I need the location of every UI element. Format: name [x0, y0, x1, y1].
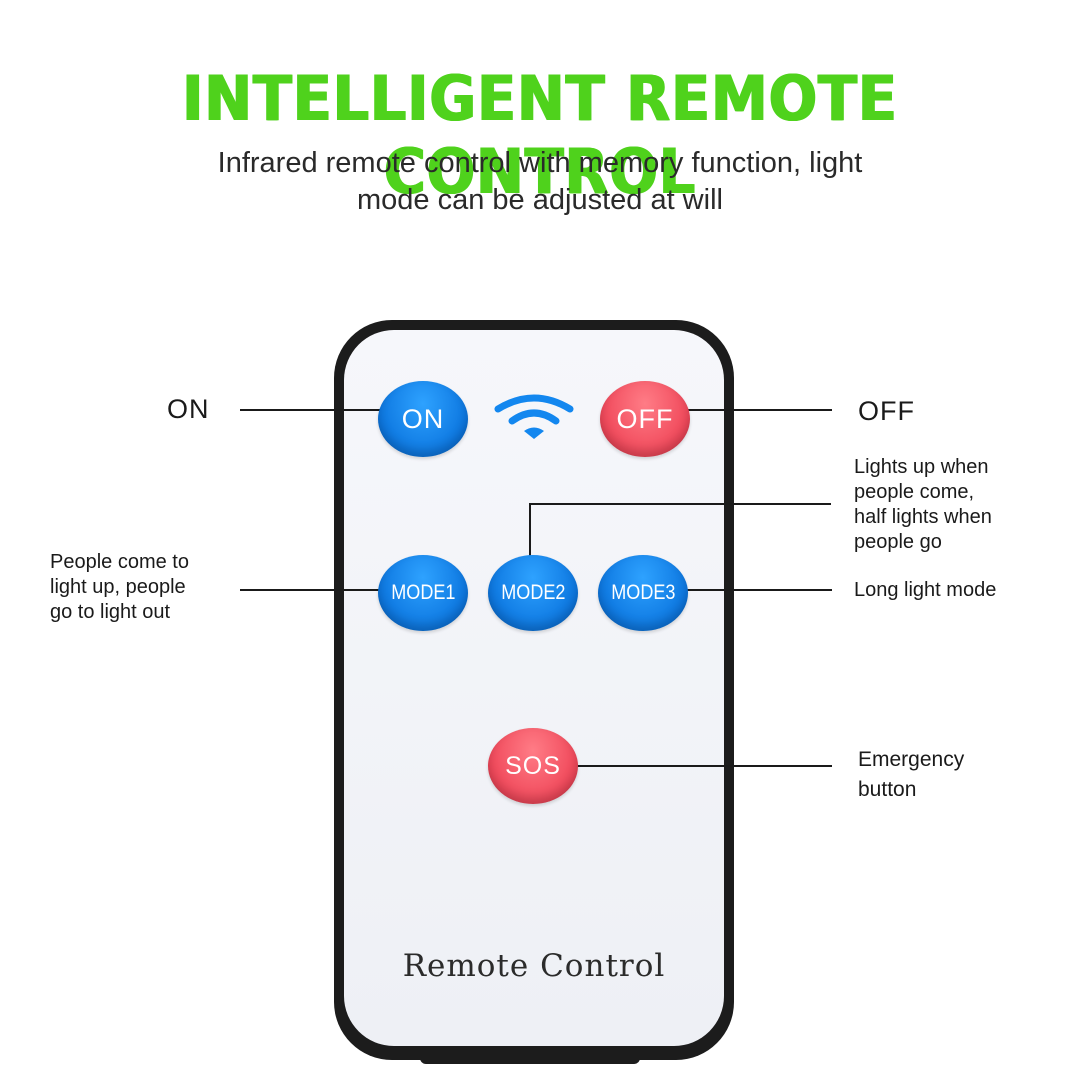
callout-mode1-line-1: People come to	[50, 551, 189, 573]
callout-line-off	[678, 409, 832, 411]
remote-brand-label: Remote Control	[402, 948, 666, 984]
callout-mode3-label: Long light mode	[854, 579, 997, 601]
callout-line-on	[240, 409, 390, 411]
callout-mode2-line-3: half lights when	[854, 506, 992, 528]
mode3-button-label: MODE3	[610, 581, 676, 604]
subtitle: Infrared remote control with memory func…	[100, 145, 980, 219]
callout-mode1-line-3: go to light out	[50, 601, 171, 623]
callout-line-mode2-vertical	[529, 503, 531, 565]
callout-line-sos	[566, 765, 832, 767]
callout-line-mode3	[676, 589, 832, 591]
callout-mode2-label: Lights up when people come, half lights …	[854, 455, 992, 555]
sos-button-label: SOS	[505, 751, 561, 780]
callout-sos-line-2: button	[858, 778, 917, 801]
wifi-signal-icon	[494, 394, 574, 439]
subtitle-line-1: Infrared remote control with memory func…	[217, 147, 863, 179]
subtitle-line-2: mode can be adjusted at will	[357, 184, 723, 216]
off-button-label: OFF	[616, 403, 674, 434]
callout-sos-label: Emergency button	[858, 745, 964, 805]
callout-mode2-line-4: people go	[854, 531, 942, 553]
callout-mode1-label: People come to light up, people go to li…	[50, 550, 189, 625]
mode2-button-label: MODE2	[500, 581, 566, 604]
mode2-button[interactable]: MODE2	[488, 555, 578, 631]
remote-bottom-edge	[420, 1050, 640, 1064]
mode3-button[interactable]: MODE3	[598, 555, 688, 631]
callout-line-mode2-horizontal	[529, 503, 831, 505]
callout-line-mode1	[240, 589, 390, 591]
callout-off-label: OFF	[858, 396, 915, 426]
sos-button[interactable]: SOS	[488, 728, 578, 804]
callout-sos-line-1: Emergency	[858, 748, 965, 771]
callout-mode2-line-2: people come,	[854, 481, 975, 503]
mode1-button[interactable]: MODE1	[378, 555, 468, 631]
off-button[interactable]: OFF	[600, 381, 690, 457]
callout-on-label: ON	[167, 394, 210, 424]
callout-mode2-line-1: Lights up when	[854, 456, 989, 478]
headline: INTELLIGENT REMOTE CONTROL	[182, 62, 898, 208]
on-button-label: ON	[401, 403, 445, 434]
mode1-button-label: MODE1	[390, 581, 456, 604]
on-button[interactable]: ON	[378, 381, 468, 457]
callout-mode1-line-2: light up, people	[50, 576, 186, 598]
